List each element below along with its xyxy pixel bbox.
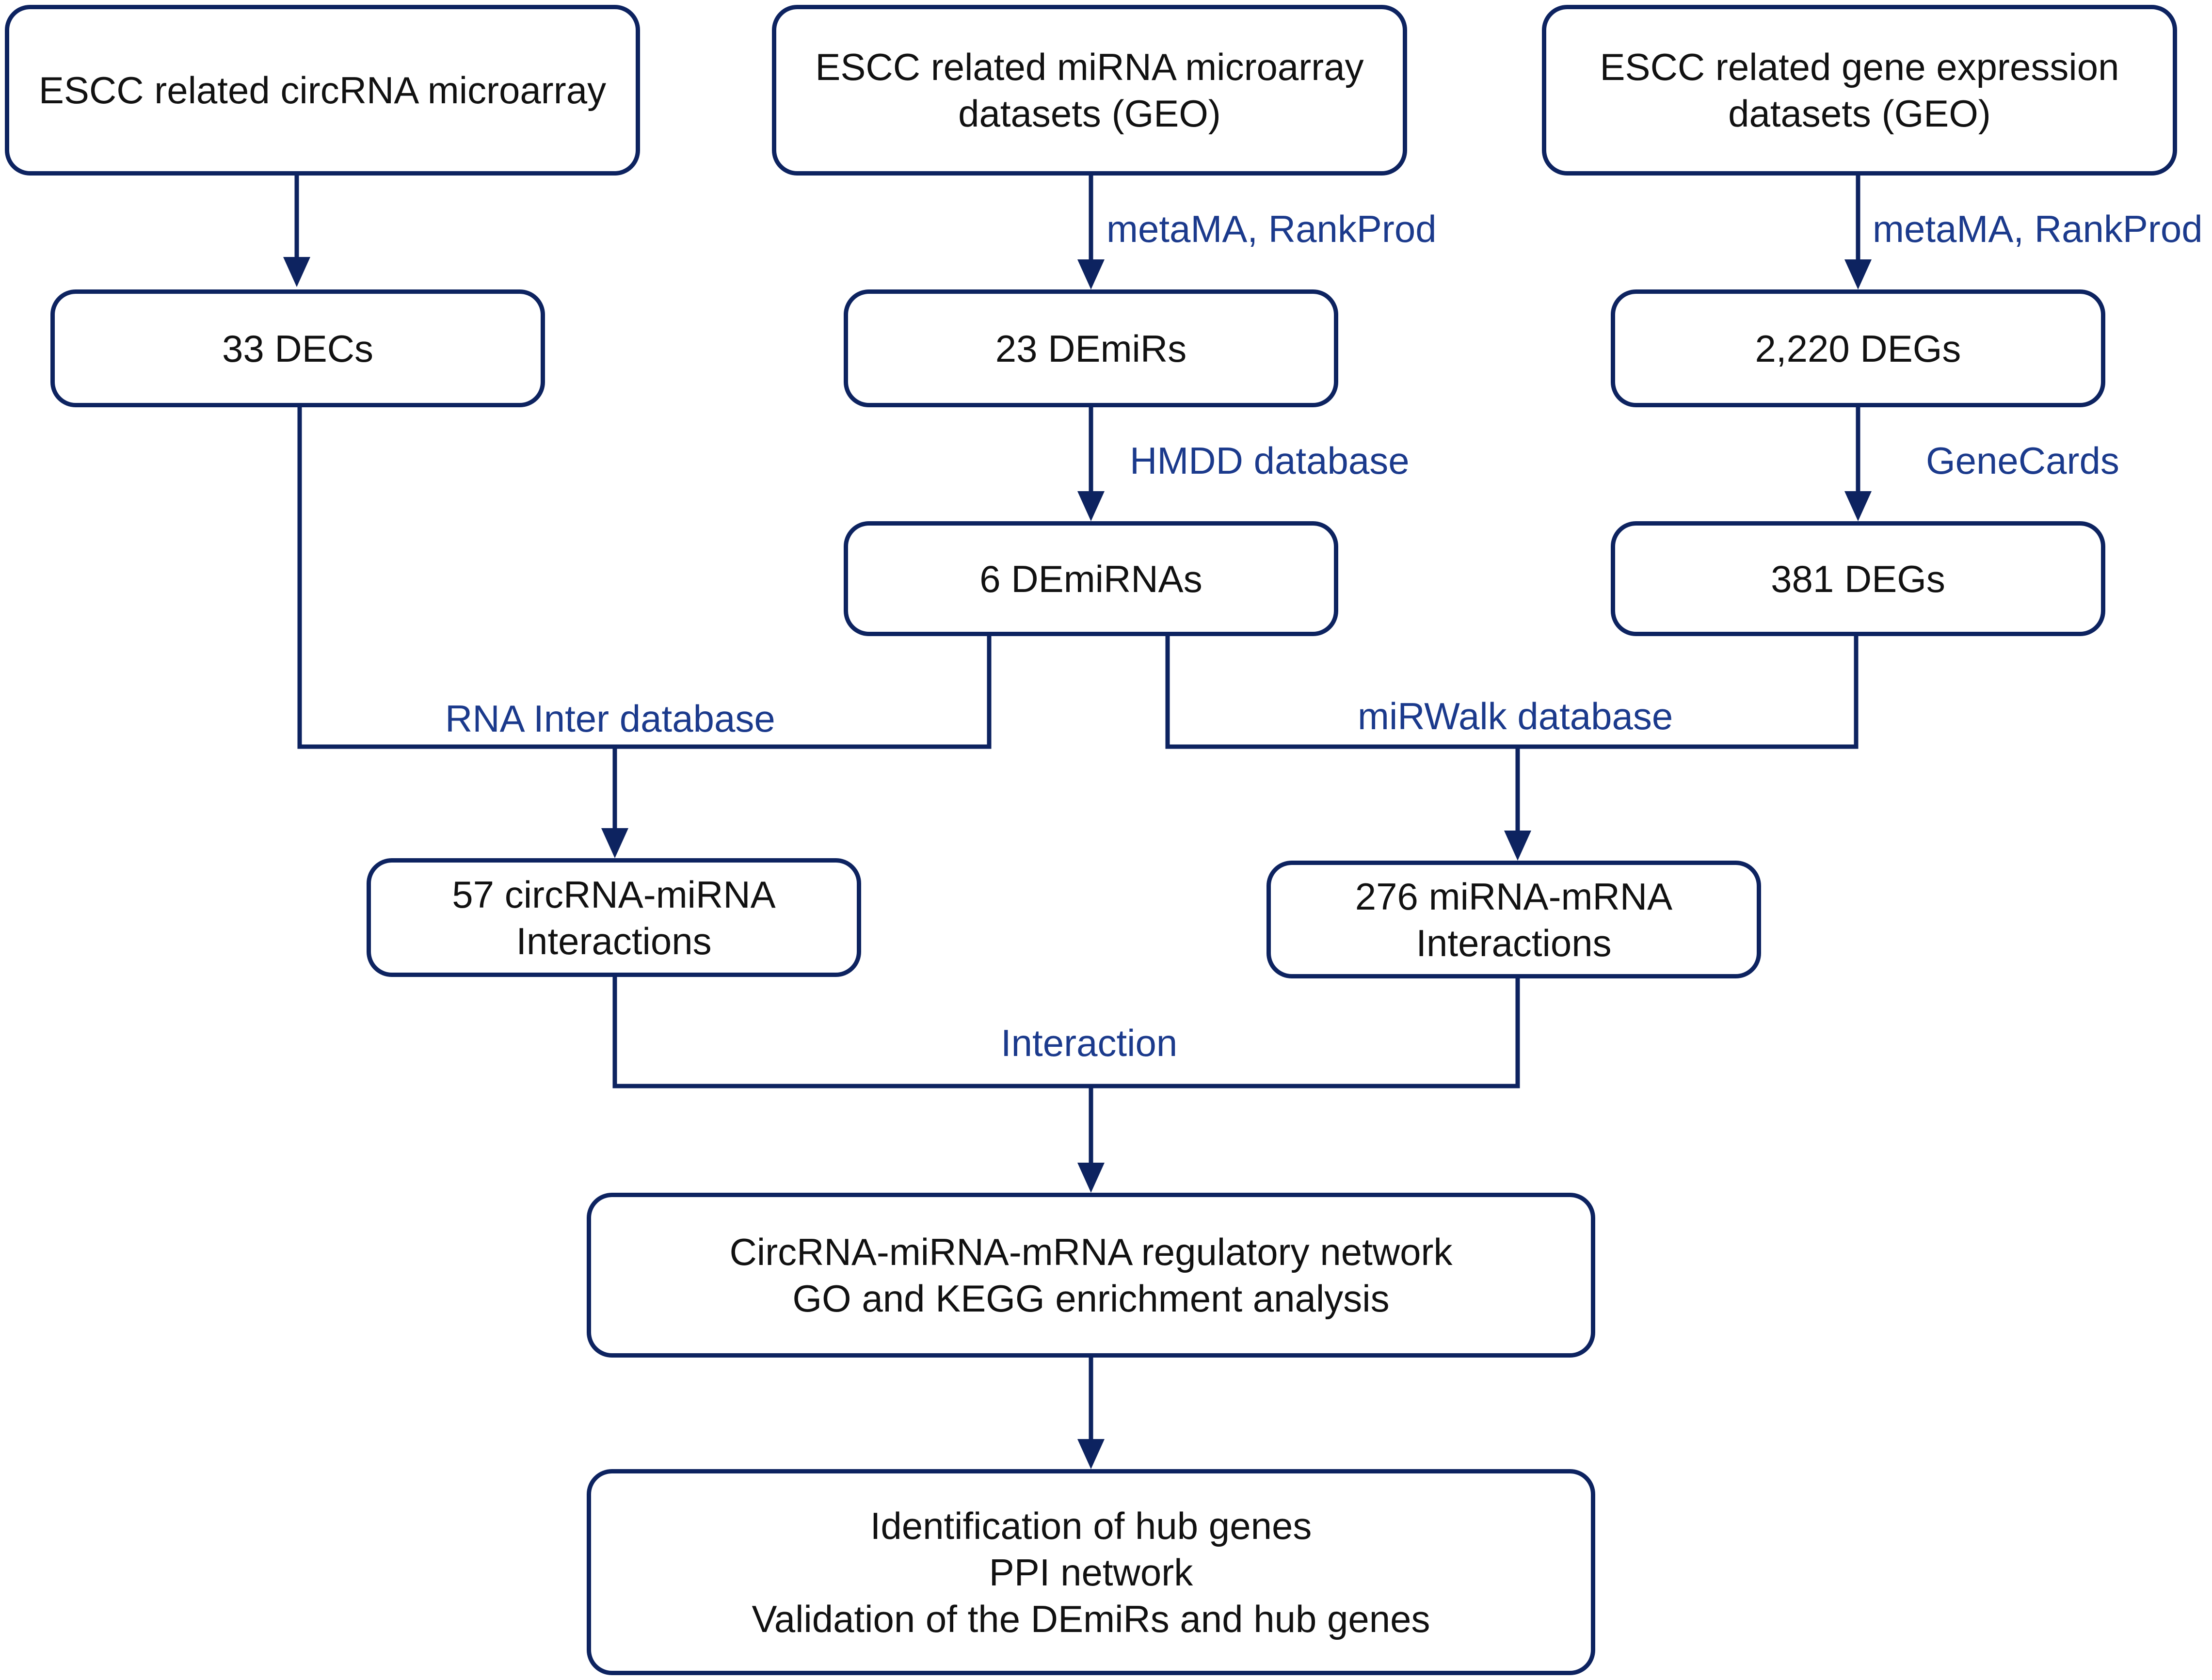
box-line: PPI network [989, 1551, 1193, 1594]
box-line: Interactions [516, 919, 712, 962]
label-rna-inter-database: RNA Inter database [445, 697, 775, 740]
label-mirwalk-database: miRWalk database [1358, 695, 1673, 737]
arrowhead-demirnas [1077, 491, 1105, 521]
line-interaction [612, 977, 1520, 1088]
box-line: 57 circRNA-miRNA [452, 873, 776, 916]
box-gene-datasets: ESCC related gene expression datasets (G… [1542, 5, 2177, 176]
arrowhead-network [1077, 1163, 1105, 1193]
box-degs-381: 381 DEGs [1611, 521, 2105, 636]
box-line: GO and KEGG enrichment analysis [792, 1277, 1390, 1320]
box-decs: 33 DECs [50, 289, 545, 407]
label-genecards: GeneCards [1926, 439, 2119, 482]
box-line: ESCC related miRNA microarray [815, 46, 1364, 88]
box-mirna-datasets: ESCC related miRNA microarray datasets (… [772, 5, 1407, 176]
line-decs-rnainter [297, 407, 992, 749]
box-line: Validation of the DEmiRs and hub genes [752, 1597, 1430, 1640]
box-demirs: 23 DEmiRs [844, 289, 1338, 407]
box-line: Interactions [1416, 921, 1612, 964]
box-line: 276 miRNA-mRNA [1355, 875, 1673, 918]
arrowhead-demirs [1077, 259, 1105, 289]
box-line: ESCC related gene expression [1600, 46, 2119, 88]
box-hub-genes: Identification of hub genes PPI network … [587, 1469, 1595, 1675]
box-circrna-mirna-interactions: 57 circRNA-miRNA Interactions [367, 858, 861, 977]
box-line: 33 DECs [222, 327, 374, 370]
box-demirnas: 6 DEmiRNAs [844, 521, 1338, 636]
arrowhead-mirnamrna [1504, 831, 1531, 861]
label-hmdd-database: HMDD database [1130, 439, 1410, 482]
box-mirna-mrna-interactions: 276 miRNA-mRNA Interactions [1266, 861, 1761, 978]
box-line: 23 DEmiRs [995, 327, 1187, 370]
arrowhead-hubgenes [1077, 1439, 1105, 1469]
line-demirnas-mirwalk [1165, 636, 1859, 749]
box-line: datasets (GEO) [958, 92, 1221, 135]
box-circrna-microarray: ESCC related circRNA microarray [5, 5, 640, 176]
label-interaction: Interaction [1001, 1022, 1178, 1064]
box-line: 381 DEGs [1771, 557, 1945, 600]
box-line: 6 DEmiRNAs [979, 557, 1202, 600]
box-line: ESCC related circRNA microarray [38, 69, 607, 112]
label-metama-rankprod-right: metaMA, RankProd [1873, 208, 2203, 250]
box-line: Identification of hub genes [870, 1504, 1312, 1547]
label-metama-rankprod-mid: metaMA, RankProd [1106, 208, 1437, 250]
arrowhead-degs381 [1844, 491, 1872, 521]
box-line: 2,220 DEGs [1755, 327, 1961, 370]
box-line: datasets (GEO) [1728, 92, 1991, 135]
box-regulatory-network: CircRNA-miRNA-mRNA regulatory network GO… [587, 1193, 1595, 1358]
arrowhead-circmirna [601, 828, 628, 858]
arrowhead-degs2220 [1844, 259, 1872, 289]
arrowhead-decs [283, 257, 310, 287]
box-line: CircRNA-miRNA-mRNA regulatory network [729, 1231, 1453, 1273]
box-degs-2220: 2,220 DEGs [1611, 289, 2105, 407]
